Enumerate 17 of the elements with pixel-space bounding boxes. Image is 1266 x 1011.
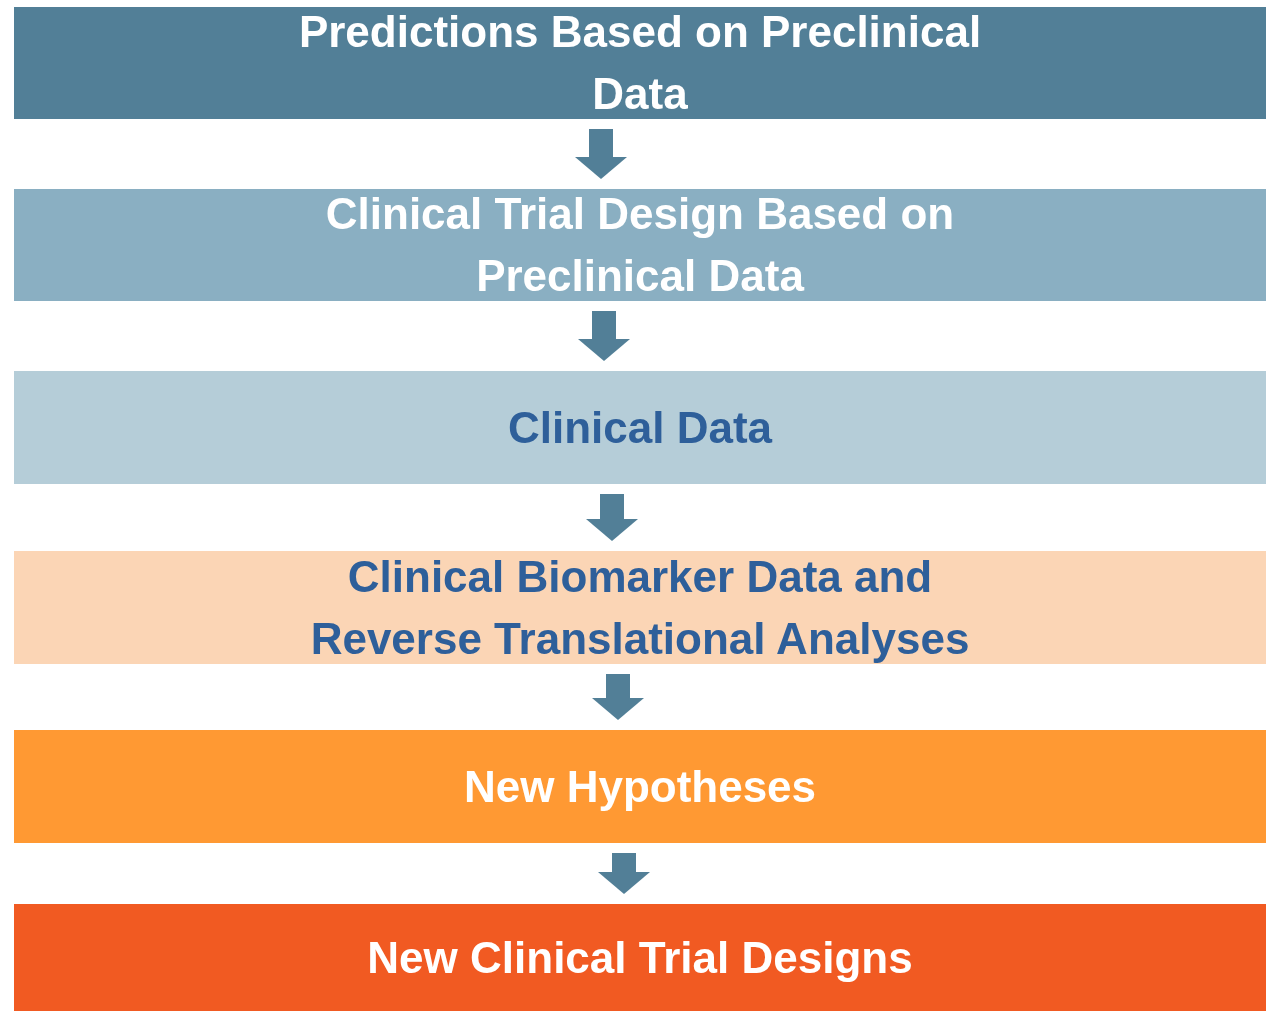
box-label: Predictions Based on Preclinical Data (297, 6, 983, 120)
box-label: Clinical Biomarker Data and Reverse Translational Analyses (309, 550, 971, 665)
process-box (14, 730, 1266, 843)
block-arrow (592, 674, 644, 720)
process-box (14, 7, 1266, 119)
block-arrow (586, 494, 638, 541)
box-label: New Hypotheses (463, 760, 817, 813)
block-arrow (575, 129, 627, 179)
box-label: Clinical Data (507, 401, 773, 454)
block-arrow (598, 853, 650, 894)
block-arrow (578, 311, 630, 361)
process-box (14, 551, 1266, 664)
box-label: Clinical Trial Design Based on Preclinical Data (324, 188, 956, 302)
box-label: New Clinical Trial Designs (367, 931, 913, 984)
process-box (14, 904, 1266, 1011)
process-box (14, 189, 1266, 301)
process-box (14, 371, 1266, 484)
